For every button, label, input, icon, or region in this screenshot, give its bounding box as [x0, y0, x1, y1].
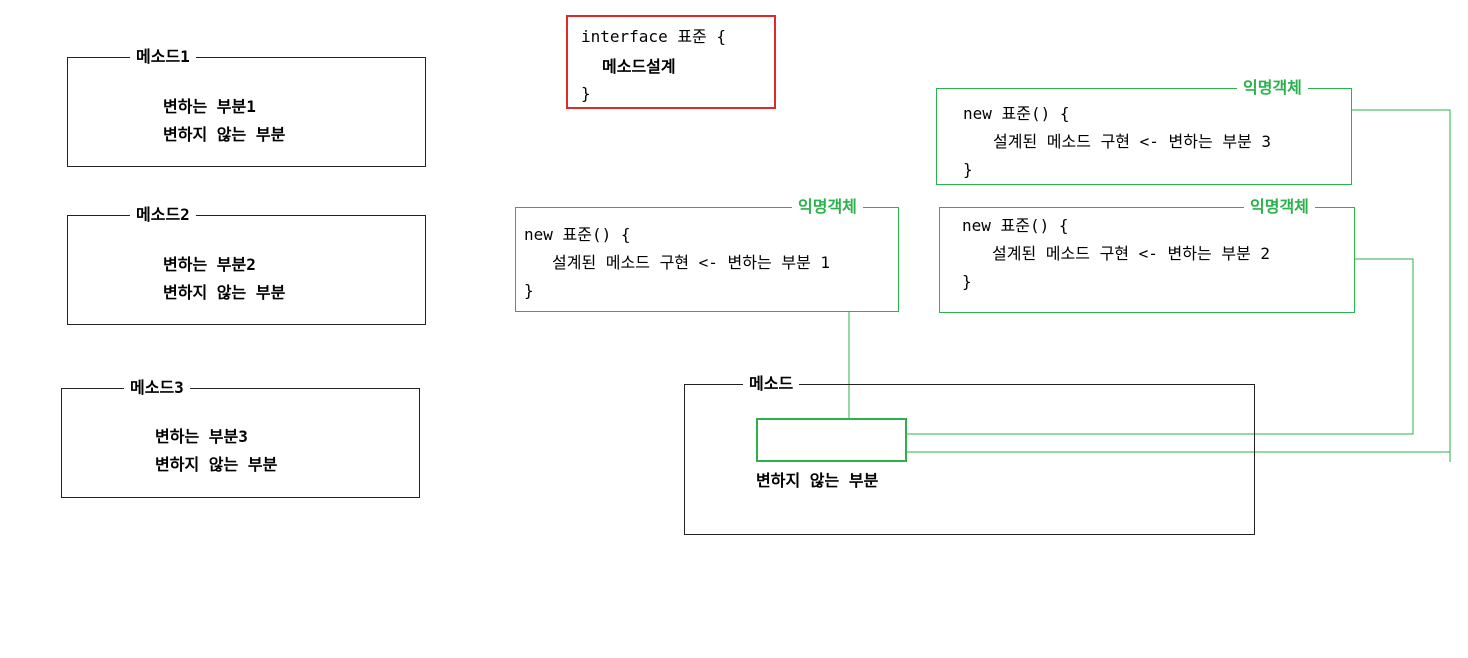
method-fixed-part: 변하지 않는 부분: [163, 125, 286, 144]
interface-box: interface 표준 { 메소드설계 }: [566, 15, 776, 109]
combined-method-title: 메소드: [743, 374, 800, 394]
method-title: 메소드2: [130, 205, 196, 225]
anonymous-line-1: new 표준() {: [962, 216, 1069, 235]
anonymous-object-label: 익명객체: [1237, 78, 1308, 98]
anonymous-object-box-1: 익명객체 new 표준() { 설계된 메소드 구현 <- 변하는 부분 1 }: [515, 197, 899, 312]
anonymous-object-label: 익명객체: [1244, 197, 1315, 217]
anonymous-line-1: new 표준() {: [524, 225, 631, 244]
method-changing-part: 변하는 부분3: [155, 427, 248, 446]
changing-part-slot: [756, 418, 907, 462]
anonymous-line-2: 설계된 메소드 구현 <- 변하는 부분 3: [993, 132, 1272, 151]
method-fixed-part: 변하지 않는 부분: [163, 283, 286, 302]
anonymous-line-2: 설계된 메소드 구현 <- 변하는 부분 2: [992, 244, 1271, 263]
anonymous-object-box-3: 익명객체 new 표준() { 설계된 메소드 구현 <- 변하는 부분 3 }: [936, 78, 1352, 185]
anonymous-line-3: }: [963, 160, 973, 179]
interface-line-2: 메소드설계: [602, 57, 676, 76]
method-title: 메소드3: [124, 378, 190, 398]
interface-line-1: interface 표준 {: [581, 27, 727, 46]
anonymous-line-3: }: [962, 272, 972, 291]
method-box-3: 메소드3 변하는 부분3 변하지 않는 부분: [61, 378, 420, 498]
connector-anon2: [906, 258, 1414, 435]
anonymous-line-2: 설계된 메소드 구현 <- 변하는 부분 1: [552, 253, 831, 272]
method-box-1: 메소드1 변하는 부분1 변하지 않는 부분: [67, 47, 426, 167]
anonymous-line-1: new 표준() {: [963, 104, 1070, 123]
method-fixed-part: 변하지 않는 부분: [155, 455, 278, 474]
connector-anon3: [1352, 109, 1451, 462]
anonymous-line-3: }: [524, 281, 534, 300]
anonymous-object-box-2: 익명객체 new 표준() { 설계된 메소드 구현 <- 변하는 부분 2 }: [939, 197, 1355, 313]
combined-method-box: 메소드 변하지 않는 부분: [684, 374, 1255, 535]
anonymous-object-label: 익명객체: [792, 197, 863, 217]
method-title: 메소드1: [130, 47, 196, 67]
method-changing-part: 변하는 부분2: [163, 255, 256, 274]
method-changing-part: 변하는 부분1: [163, 97, 256, 116]
method-box-2: 메소드2 변하는 부분2 변하지 않는 부분: [67, 205, 426, 325]
combined-fixed-part: 변하지 않는 부분: [756, 471, 879, 490]
interface-line-3: }: [581, 84, 591, 103]
